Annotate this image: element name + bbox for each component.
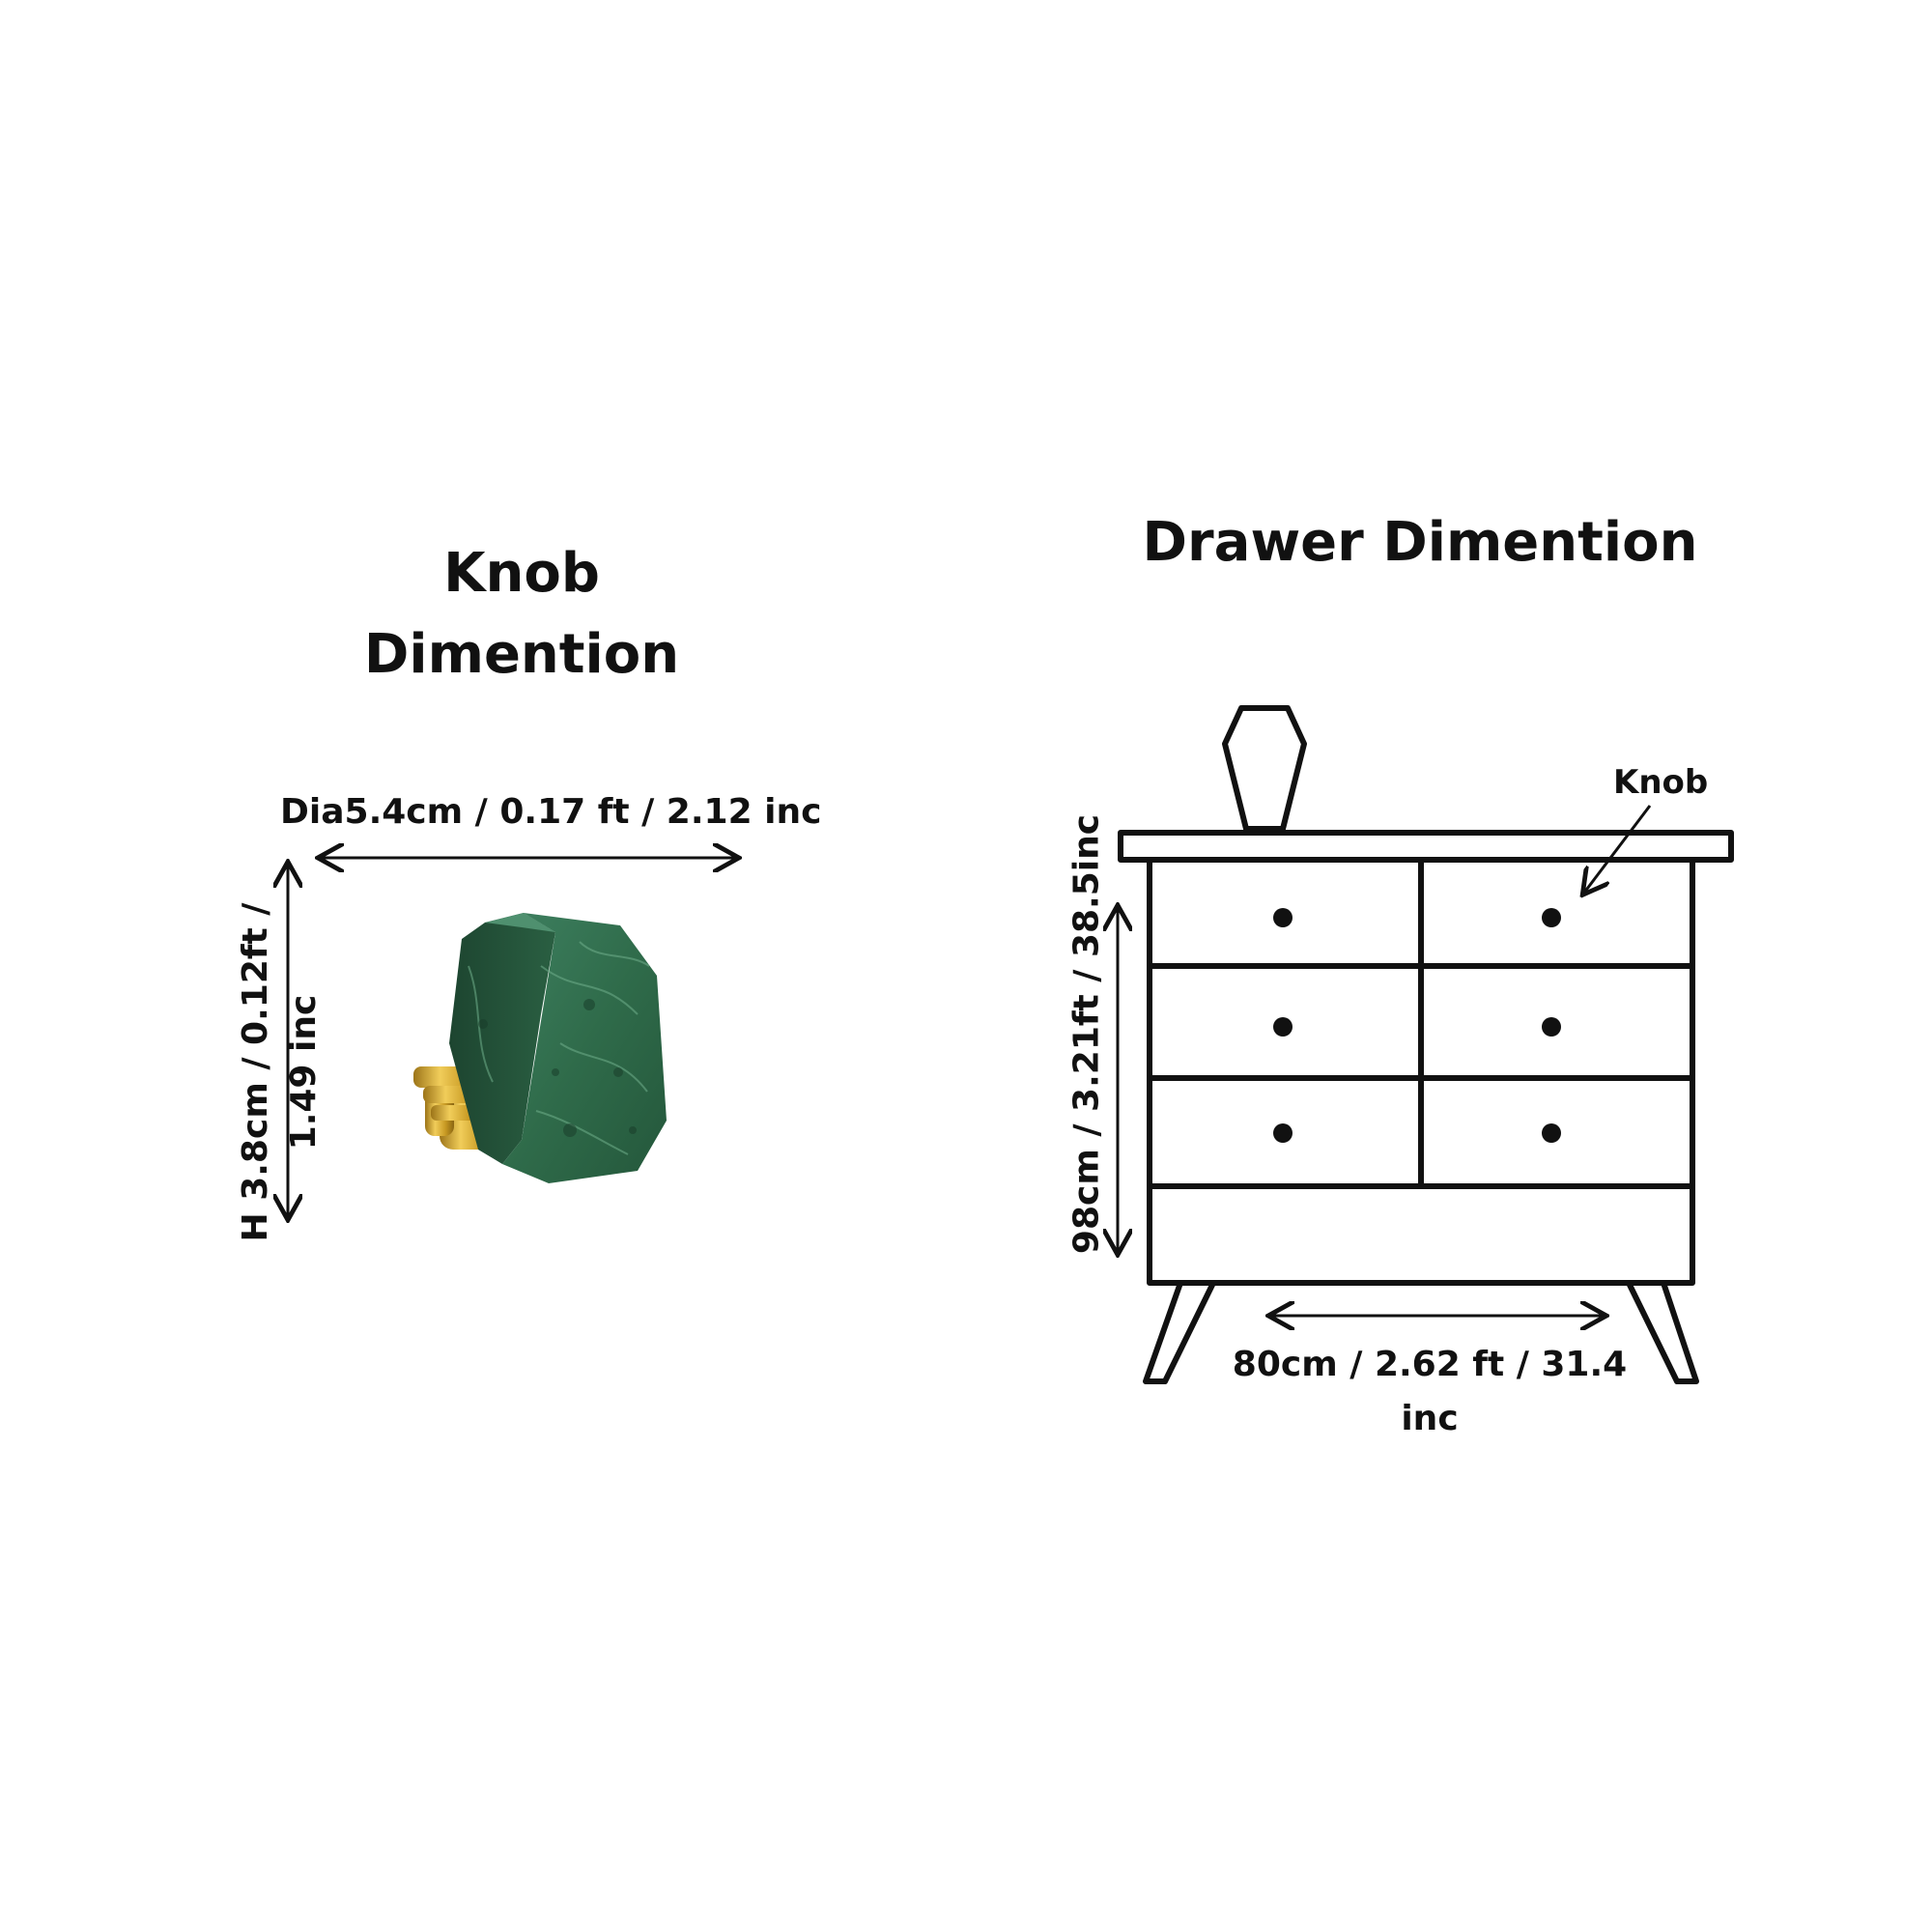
marble-face <box>502 913 667 1183</box>
drawer-leg-left <box>1143 1281 1216 1384</box>
drawer-illustration <box>1118 705 1734 1384</box>
marble-side <box>449 913 555 1164</box>
vase <box>1222 705 1307 832</box>
marble-knob-image <box>413 913 667 1183</box>
drawer-knob-5 <box>1273 1123 1293 1143</box>
drawer-width-line2: inc <box>1401 1399 1459 1438</box>
drawer-knob-1 <box>1273 908 1293 927</box>
drawer-knob-6 <box>1542 1123 1561 1143</box>
drawer-knobs <box>1273 908 1561 1143</box>
marble-top-bevel <box>485 913 555 932</box>
drawer-top-board <box>1118 830 1734 863</box>
knob-callout-arrow <box>1584 805 1652 893</box>
knob-title-line2: Dimention <box>363 623 680 686</box>
knob-diameter-label: Dia5.4cm / 0.17 ft / 2.12 inc <box>280 792 822 832</box>
drawer-knob-2 <box>1542 908 1561 927</box>
marble-veins <box>468 941 650 1155</box>
drawer-width-label: 80cm / 2.62 ft / 31.4 inc <box>1198 1338 1662 1446</box>
drawer-leg-right <box>1626 1281 1699 1384</box>
drawer-title: Drawer Dimention <box>1142 511 1698 574</box>
drawer-knob-3 <box>1273 1017 1293 1037</box>
drawer-width-line1: 80cm / 2.62 ft / 31.4 <box>1232 1345 1628 1384</box>
knob-title-line1: Knob <box>443 542 600 605</box>
drawer-knob-4 <box>1542 1017 1561 1037</box>
drawer-knob-callout: Knob <box>1613 763 1709 802</box>
knob-title: Knob Dimention <box>319 533 724 696</box>
